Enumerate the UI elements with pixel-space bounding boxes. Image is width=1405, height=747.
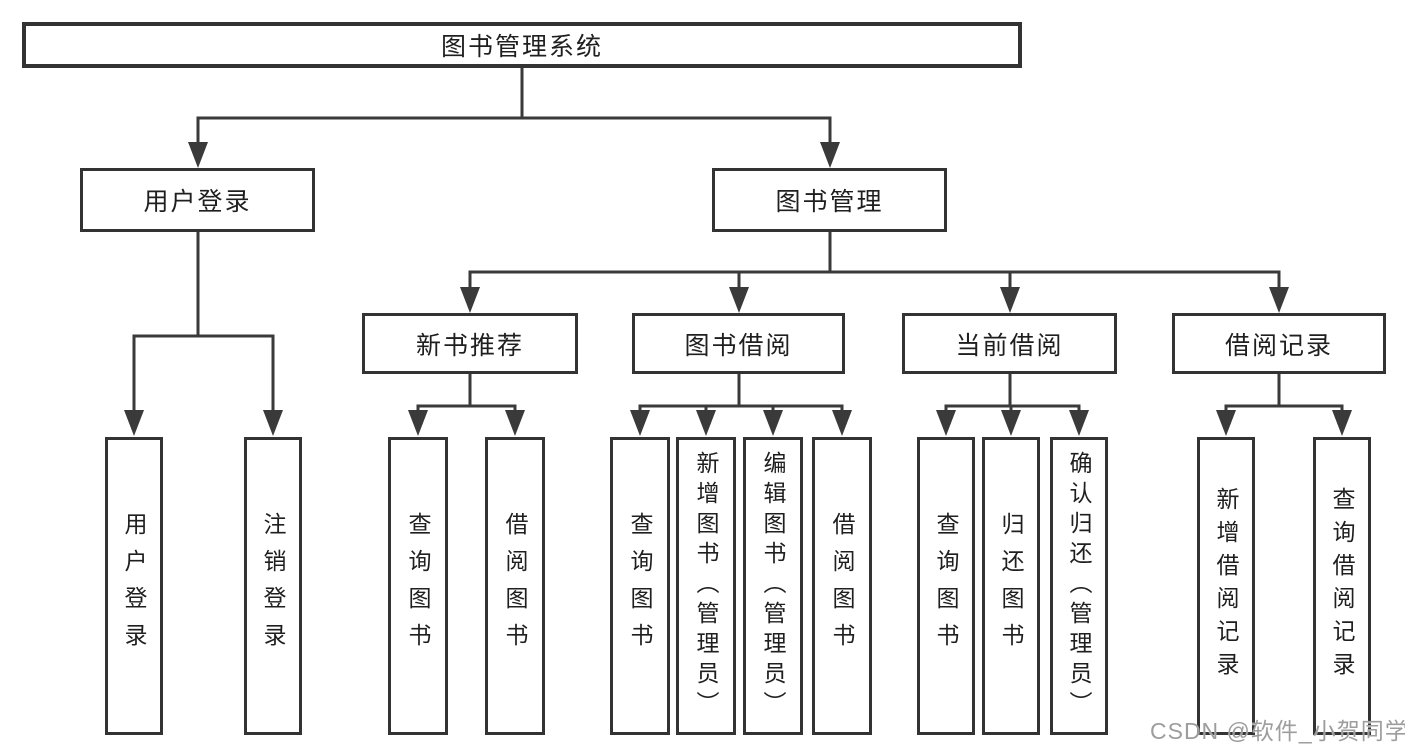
node-leaf-cb-confirm-return-admin: 确认归还（管理员） bbox=[1050, 437, 1108, 735]
node-root: 图书管理系统 bbox=[22, 22, 1022, 68]
arrowhead-icon bbox=[1000, 287, 1020, 313]
connector-book-mgmt-to-level3 bbox=[460, 232, 1289, 313]
node-leaf-br-add-record: 新增借阅记录 bbox=[1197, 437, 1255, 735]
connector-root-to-level2 bbox=[188, 68, 840, 168]
arrowhead-icon bbox=[763, 410, 783, 436]
arrowhead-icon bbox=[820, 142, 840, 168]
node-leaf-bb-add-books-admin-label: 新增图书（管理员） bbox=[693, 451, 719, 721]
node-leaf-user-login-label: 用户登录 bbox=[121, 512, 147, 660]
arrowhead-icon bbox=[460, 287, 480, 313]
connector-borrow-record-to-leaves bbox=[1216, 374, 1352, 436]
arrowhead-icon bbox=[696, 410, 716, 436]
node-book-borrow-label: 图书借阅 bbox=[684, 331, 793, 360]
arrowhead-icon bbox=[505, 410, 525, 436]
node-leaf-br-query-record: 查询借阅记录 bbox=[1313, 437, 1371, 735]
watermark: CSDN @软件_小贺同学 bbox=[1150, 718, 1405, 744]
connector-book-borrow-to-leaves bbox=[630, 374, 852, 436]
node-user-login-label: 用户登录 bbox=[143, 188, 252, 216]
node-leaf-logout-label: 注销登录 bbox=[260, 512, 286, 660]
node-leaf-bb-add-books-admin: 新增图书（管理员） bbox=[676, 437, 736, 735]
node-leaf-cb-return-books-label: 归还图书 bbox=[998, 512, 1024, 660]
arrowhead-icon bbox=[1001, 410, 1021, 436]
node-leaf-bb-query-books: 查询图书 bbox=[610, 437, 670, 735]
arrowhead-icon bbox=[630, 410, 650, 436]
connector-new-book-rec-to-leaves bbox=[408, 374, 525, 436]
node-leaf-user-login: 用户登录 bbox=[105, 437, 163, 735]
node-leaf-cb-confirm-return-admin-label: 确认归还（管理员） bbox=[1066, 451, 1092, 721]
node-user-login: 用户登录 bbox=[80, 168, 315, 232]
connector-user-login-to-leaves bbox=[124, 232, 283, 436]
node-leaf-nbr-query-books-label: 查询图书 bbox=[405, 512, 431, 660]
node-leaf-bb-edit-books-admin: 编辑图书（管理员） bbox=[743, 437, 803, 735]
node-book-mgmt-label: 图书管理 bbox=[775, 188, 884, 216]
arrowhead-icon bbox=[729, 287, 749, 313]
arrowhead-icon bbox=[408, 410, 428, 436]
arrowhead-icon bbox=[263, 410, 283, 436]
node-book-mgmt: 图书管理 bbox=[712, 168, 947, 232]
arrowhead-icon bbox=[832, 410, 852, 436]
node-leaf-nbr-borrow-books: 借阅图书 bbox=[485, 437, 545, 735]
node-leaf-logout: 注销登录 bbox=[244, 437, 302, 735]
node-root-label: 图书管理系统 bbox=[440, 33, 603, 61]
arrowhead-icon bbox=[936, 410, 956, 436]
arrowhead-icon bbox=[1216, 410, 1236, 436]
node-leaf-cb-query-books-label: 查询图书 bbox=[933, 512, 959, 660]
node-new-book-rec-label: 新书推荐 bbox=[415, 331, 524, 360]
connector-current-borrow-to-leaves bbox=[936, 374, 1089, 436]
node-new-book-rec: 新书推荐 bbox=[362, 313, 578, 374]
node-leaf-br-query-record-label: 查询借阅记录 bbox=[1329, 487, 1355, 685]
node-borrow-record-label: 借阅记录 bbox=[1224, 331, 1333, 360]
node-leaf-bb-edit-books-admin-label: 编辑图书（管理员） bbox=[760, 451, 786, 721]
node-current-borrow-label: 当前借阅 bbox=[955, 331, 1064, 360]
node-leaf-br-add-record-label: 新增借阅记录 bbox=[1213, 487, 1239, 685]
arrowhead-icon bbox=[1269, 287, 1289, 313]
node-leaf-bb-borrow-books-label: 借阅图书 bbox=[829, 512, 855, 660]
node-leaf-cb-return-books: 归还图书 bbox=[982, 437, 1040, 735]
node-leaf-bb-borrow-books: 借阅图书 bbox=[812, 437, 872, 735]
arrowhead-icon bbox=[188, 142, 208, 168]
node-leaf-nbr-borrow-books-label: 借阅图书 bbox=[502, 512, 528, 660]
node-leaf-nbr-query-books: 查询图书 bbox=[388, 437, 448, 735]
arrowhead-icon bbox=[124, 410, 144, 436]
node-leaf-bb-query-books-label: 查询图书 bbox=[627, 512, 653, 660]
arrowhead-icon bbox=[1332, 410, 1352, 436]
node-leaf-cb-query-books: 查询图书 bbox=[917, 437, 975, 735]
node-current-borrow: 当前借阅 bbox=[902, 313, 1117, 374]
node-borrow-record: 借阅记录 bbox=[1172, 313, 1386, 374]
node-book-borrow: 图书借阅 bbox=[632, 313, 845, 374]
arrowhead-icon bbox=[1069, 410, 1089, 436]
